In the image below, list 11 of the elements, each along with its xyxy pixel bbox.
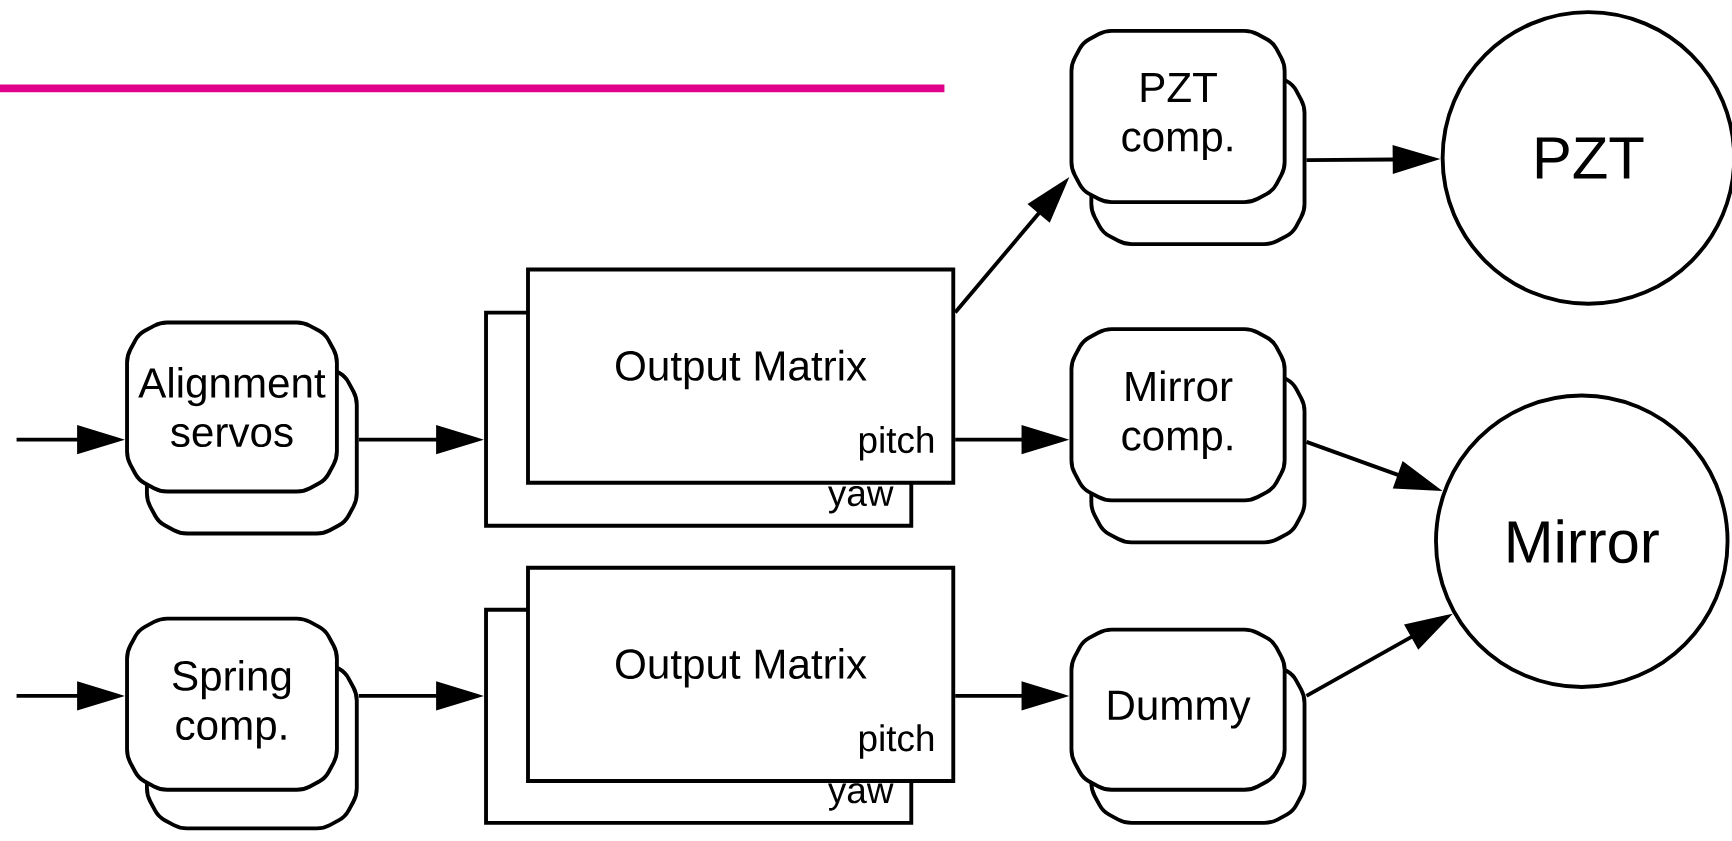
stacked-block: PZT comp.: [1069, 29, 1307, 247]
stacked-block: Spring comp.: [125, 616, 359, 831]
stacked-matrix-box: Output Matrix pitch yaw: [484, 566, 956, 826]
node-label: Spring comp.: [172, 660, 291, 749]
stacked-block: Mirror comp.: [1069, 327, 1307, 545]
circle-node: Mirror: [1434, 393, 1730, 690]
node-label: yaw: [827, 783, 894, 811]
stacked-matrix-box: Output Matrix pitch yaw: [484, 267, 956, 528]
stacked-block: Dummy: [1069, 627, 1307, 826]
stacked-block: Alignment servos: [125, 320, 359, 536]
node-label: yaw: [827, 486, 894, 514]
